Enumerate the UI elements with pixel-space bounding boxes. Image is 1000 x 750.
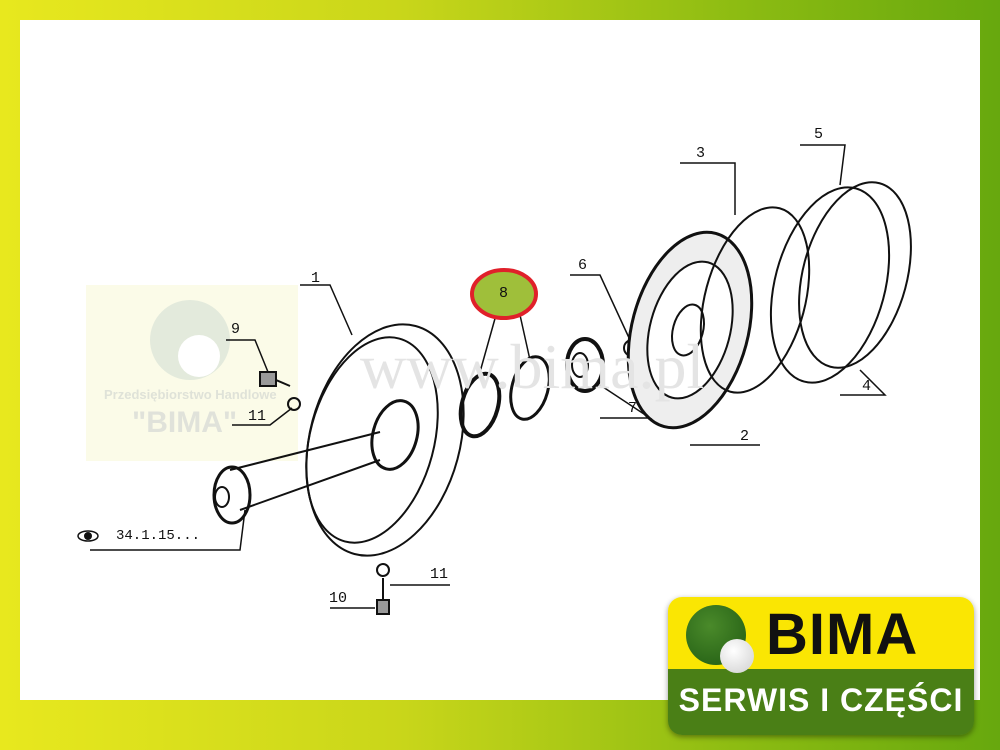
gear-part-7 [565, 337, 605, 393]
callout-leader-lines [90, 144, 887, 609]
seal-part-8b [509, 355, 551, 421]
callout-3: 3 [696, 145, 706, 162]
callout-11b: 11 [430, 566, 449, 583]
plate-part-3 [699, 206, 811, 394]
logo-subtitle: SERWIS I CZĘŚCI [668, 669, 974, 735]
washer-part-11 [287, 397, 301, 411]
disc-part-2 [626, 230, 754, 430]
logo-title: BIMA [766, 602, 919, 667]
ring-part-4 [769, 186, 891, 384]
callout-9: 9 [231, 321, 241, 338]
callout-1: 1 [311, 270, 321, 287]
seal-part-8a [458, 371, 502, 439]
callout-6: 6 [578, 257, 588, 274]
bolt-part-10 [376, 563, 390, 615]
watermark-logo-dot [178, 335, 220, 377]
callout-7: 7 [628, 400, 638, 417]
callout-11a: 11 [248, 408, 267, 425]
callout-2: 2 [740, 428, 750, 445]
watermark-url: www.bima.pl [360, 331, 705, 402]
bolt-part-9 [259, 371, 291, 387]
bima-logo: BIMA SERWIS I CZĘŚCI [668, 597, 974, 735]
callout-5: 5 [814, 126, 824, 143]
callout-4: 4 [862, 378, 872, 395]
logo-ball-icon [686, 605, 754, 673]
housing-part-1 [212, 323, 465, 557]
watermark-company: Przedsiębiorstwo Handlowe [104, 387, 277, 402]
ring-part-5 [798, 181, 912, 369]
callout-8: 8 [499, 285, 509, 302]
reference-text: 34.1.15... [116, 528, 201, 544]
highlight-circle-part-8 [470, 268, 538, 320]
eye-icon [77, 530, 99, 542]
callout-10: 10 [329, 590, 348, 607]
watermark-name: "BIMA" [132, 406, 238, 439]
